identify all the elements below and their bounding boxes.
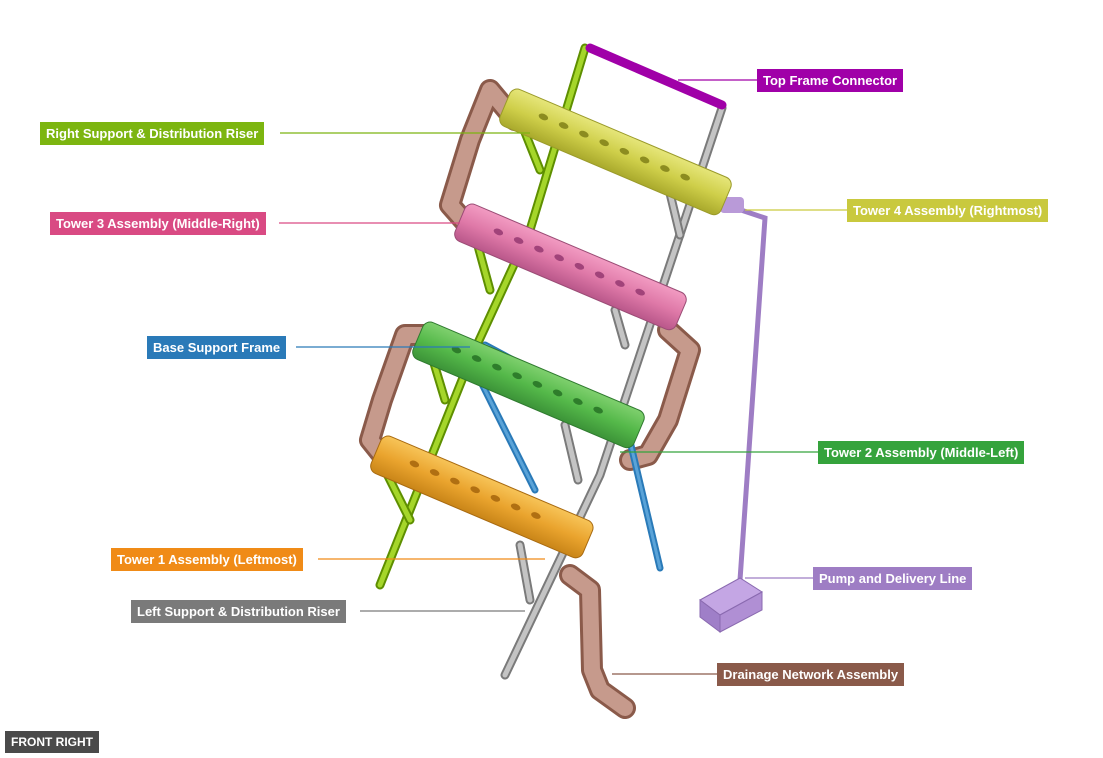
tower-4-pipe bbox=[499, 88, 732, 216]
tower-3-pipe bbox=[454, 203, 687, 331]
drainage-network bbox=[359, 79, 701, 719]
label-base-support-frame: Base Support Frame bbox=[147, 336, 287, 359]
leader-lines bbox=[279, 79, 848, 675]
label-tower-2: Tower 2 Assembly (Middle-Left) bbox=[818, 441, 1025, 464]
left-support-riser bbox=[500, 103, 727, 680]
label-left-support-riser: Left Support & Distribution Riser bbox=[131, 600, 346, 623]
label-right-support-riser: Right Support & Distribution Riser bbox=[40, 122, 265, 145]
label-tower-4: Tower 4 Assembly (Rightmost) bbox=[847, 199, 1049, 222]
view-orientation-badge: FRONT RIGHT bbox=[5, 731, 99, 753]
pump-delivery-line bbox=[699, 197, 768, 633]
pump-body bbox=[699, 577, 763, 633]
label-drainage-network: Drainage Network Assembly bbox=[717, 663, 905, 686]
label-pump-delivery: Pump and Delivery Line bbox=[813, 567, 973, 590]
tower-2-pipe bbox=[412, 321, 645, 449]
label-tower-1: Tower 1 Assembly (Leftmost) bbox=[111, 548, 303, 571]
tower-1-pipe bbox=[370, 435, 594, 559]
top-frame-connector bbox=[585, 43, 727, 110]
label-top-frame-connector: Top Frame Connector bbox=[757, 69, 904, 92]
label-tower-3: Tower 3 Assembly (Middle-Right) bbox=[50, 212, 266, 235]
